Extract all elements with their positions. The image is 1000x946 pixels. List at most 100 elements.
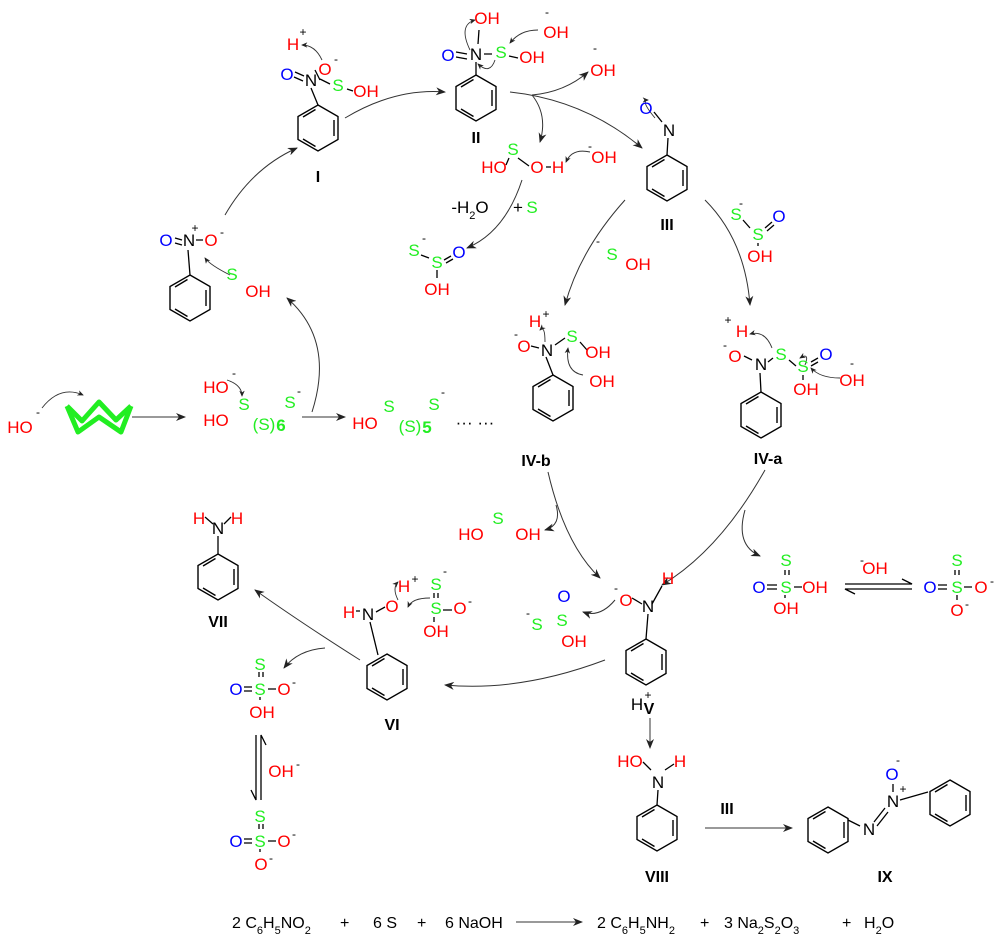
atom-N: N [212, 519, 224, 538]
bonds [174, 29, 972, 852]
benzene-ring-VI [366, 653, 408, 701]
atom-S: S [383, 397, 394, 416]
atom-H: H [287, 35, 299, 54]
atom-S: S [780, 551, 791, 570]
reactant-naoh: 6 NaOH [445, 915, 503, 932]
atom-N: N [863, 820, 875, 839]
atom-O: O [974, 578, 987, 597]
arrow-III-to-IVa [704, 199, 754, 306]
atom-S: S [428, 395, 439, 414]
atom-S: S [780, 578, 791, 597]
charge-minus: - [965, 597, 969, 611]
group-HO: HO [352, 414, 378, 433]
atom-N: N [652, 773, 664, 792]
charge-minus: - [443, 564, 447, 578]
arrow-to-thiosulfate-left [283, 647, 326, 669]
charge-minus: - [896, 753, 900, 767]
overall-equation: 2 C6H5NO2 + 6 S + 6 NaOH 2 C6H5NH2 + 3 N… [232, 915, 894, 937]
charge-minus: - [596, 234, 600, 248]
atom-O: O [557, 587, 570, 606]
atom-S: S [284, 393, 295, 412]
atom-H: H [343, 603, 355, 622]
charge-plus: + [542, 307, 549, 321]
plus-sign: + [417, 915, 426, 932]
charge-minus: - [334, 52, 338, 66]
group-OH: OH [245, 282, 271, 301]
compound-label-II: II [472, 130, 481, 147]
arrow-II-to-III [509, 91, 643, 149]
polysulfide-unit: (S) [253, 415, 276, 434]
charge-plus: + [191, 221, 198, 235]
water-loss-label: -H2O [451, 198, 488, 222]
atom-H: H [736, 322, 748, 341]
charge-minus: - [468, 594, 472, 608]
atom-S: S [951, 551, 962, 570]
arrow-to-thiosulfate [741, 509, 761, 557]
arrow-IVb-to-V [547, 471, 601, 579]
atom-H: H [193, 509, 205, 528]
atom-O: O [639, 99, 652, 118]
atom-O: O [530, 158, 543, 177]
compound-label-V: V [644, 701, 655, 718]
plus-sign: + [700, 915, 709, 932]
charge-plus: + [644, 688, 651, 702]
atom-O: O [229, 832, 242, 851]
atom-S: S [254, 655, 265, 674]
atom-N: N [642, 597, 654, 616]
atom-N: N [305, 71, 317, 90]
compound-label-VIII: VIII [645, 869, 669, 886]
plus-sign: + [842, 915, 851, 932]
atom-O: O [277, 680, 290, 699]
atom-O: O [752, 578, 765, 597]
group-OH: OH [543, 23, 569, 42]
product-thiosulfate: 3 Na2S2O3 [724, 915, 799, 937]
arrow-I-to-II [344, 87, 446, 119]
charge-minus: - [269, 851, 273, 865]
atom-S: S [752, 225, 763, 244]
atom-O: O [159, 231, 172, 250]
arrow-II-to-hosoh [531, 94, 547, 143]
benzene-ring-IVb [532, 374, 574, 422]
charge-minus: - [292, 827, 296, 841]
atom-S: S [507, 140, 518, 159]
product-aniline: 2 C6H5NH2 [597, 915, 675, 937]
proton-H: H [631, 695, 643, 714]
arrow-to-thiosulfite [466, 179, 523, 249]
charge-plus: + [724, 313, 731, 327]
benzene-ring-VIII [636, 804, 678, 852]
atom-S: S [408, 241, 419, 260]
equilibrium-reagent-OH: OH [862, 559, 888, 578]
benzene-ring-V [625, 638, 667, 686]
arrow-nitrobenzene-to-I [224, 147, 298, 216]
group-HO: HO [458, 525, 484, 544]
benzene-ring-I [297, 104, 339, 152]
polysulfide-count: 5 [422, 418, 431, 437]
polysulfide-unit: (S) [399, 417, 422, 436]
group-OH: OH [585, 343, 611, 362]
group-OH: OH [515, 525, 541, 544]
group-OH: OH [625, 255, 651, 274]
charge-plus: + [411, 572, 418, 586]
atom-S: S [556, 611, 567, 630]
arrow-to-hosoh2 [544, 504, 559, 532]
charge-minus: - [860, 553, 864, 567]
plus-sign: + [340, 915, 349, 932]
benzene-ring-IX-b [929, 779, 971, 827]
atom-S: S [492, 509, 503, 528]
equilibrium-up-left [260, 734, 267, 800]
atom-O: O [453, 599, 466, 618]
compound-label-VI: VI [384, 717, 399, 734]
group-HO: HO [617, 752, 643, 771]
arrow-V-to-VI [444, 659, 606, 690]
charge-minus: - [588, 139, 592, 153]
atom-S: S [566, 327, 577, 346]
benzene-ring-nitrobenzene [169, 274, 211, 322]
atom-O: O [277, 832, 290, 851]
charge-minus: - [232, 366, 236, 380]
charge-minus: - [422, 231, 426, 245]
benzene-ring-IX-a [807, 806, 849, 854]
atom-H: H [674, 752, 686, 771]
benzene-ring-III [646, 154, 688, 202]
charge-minus: - [220, 225, 224, 239]
charge-minus: - [739, 196, 743, 210]
